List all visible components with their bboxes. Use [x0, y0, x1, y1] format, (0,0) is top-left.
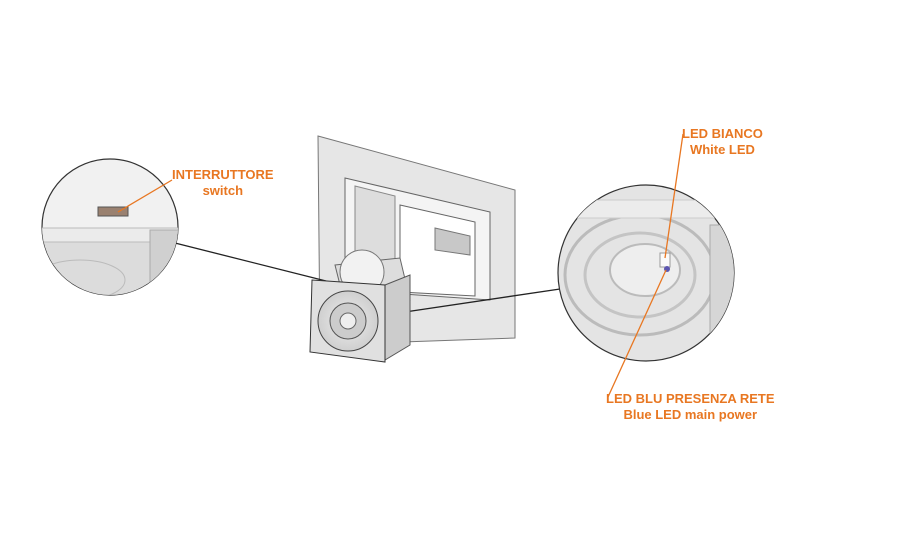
blue-led-label-en: Blue LED main power	[623, 407, 758, 422]
blue-led-label: LED BLU PRESENZA RETE Blue LED main powe…	[606, 391, 775, 423]
white-led-label-en: White LED	[689, 142, 755, 157]
leader-lines	[117, 133, 684, 398]
switch-detail-circle	[41, 158, 179, 296]
module	[309, 249, 411, 363]
switch-label-it: INTERRUTTORE	[172, 167, 274, 182]
switch-label: INTERRUTTORE switch	[172, 167, 274, 199]
connector-line-right	[404, 288, 561, 313]
white-led-label: LED BIANCO White LED	[682, 126, 763, 158]
connector-line-left	[174, 242, 331, 283]
led-detail-circle	[557, 184, 735, 362]
blue-led-label-it: LED BLU PRESENZA RETE	[606, 391, 775, 406]
switch-label-en: switch	[202, 183, 244, 198]
white-led-label-it: LED BIANCO	[682, 126, 763, 141]
switch-icon	[97, 206, 129, 217]
